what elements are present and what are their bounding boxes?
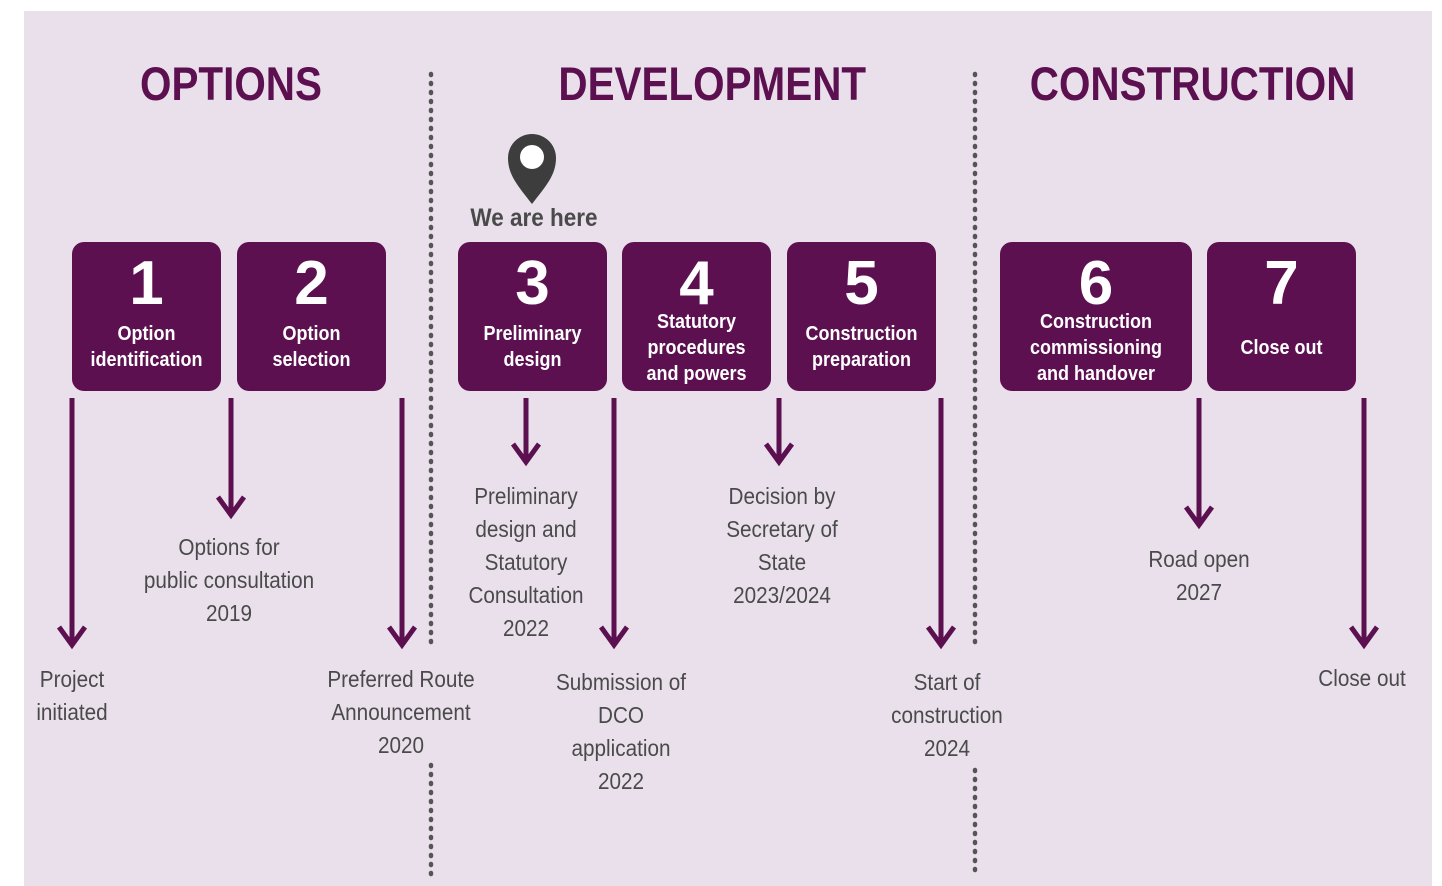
milestone-decision: Decision by Secretary of State 2023/2024 — [710, 480, 854, 612]
milestone-line: design and — [475, 516, 577, 542]
milestone-line: 2027 — [1175, 579, 1223, 605]
milestone-line: DCO — [597, 702, 645, 728]
milestone-dco-submission: Submission of DCO application 2022 — [545, 666, 698, 798]
arrow-decision — [763, 398, 795, 467]
stage-number: 1 — [129, 249, 164, 318]
milestone-project-initiated: Project initiated — [18, 663, 126, 729]
milestone-start-construction: Start of construction 2024 — [880, 666, 1015, 765]
stage-label-line: procedures — [647, 337, 746, 359]
milestone-road-open: Road open 2027 — [1136, 543, 1262, 609]
arrow-preferred-route — [386, 398, 418, 650]
milestone-line: 2022 — [597, 768, 645, 794]
stage-label-line: preparation — [811, 349, 912, 371]
milestone-line: Consultation — [468, 582, 584, 608]
arrow-road-open — [1183, 398, 1215, 530]
milestone-line: public consultation — [143, 567, 315, 593]
stage-label-line: commissioning — [1029, 337, 1163, 359]
stage-6-box: 6 Construction commissioning and handove… — [1000, 242, 1192, 391]
stage-label-line: Close out — [1240, 337, 1323, 359]
arrow-close-out — [1348, 398, 1380, 650]
stage-label-line: Option — [117, 323, 176, 345]
milestone-line: Announcement — [331, 699, 471, 725]
milestone-line: Preliminary — [474, 483, 578, 509]
stage-number: 4 — [679, 249, 714, 318]
stage-number: 3 — [515, 249, 550, 318]
stage-number: 5 — [844, 249, 879, 318]
stage-label-line: design — [503, 349, 562, 371]
stage-5-box: 5 Construction preparation — [787, 242, 936, 391]
milestone-line: Close out — [1318, 665, 1406, 691]
we-are-here-label: We are here — [470, 204, 598, 232]
stage-number: 7 — [1264, 249, 1299, 318]
milestone-line: Preferred Route — [327, 666, 475, 692]
phase-options-heading: OPTIONS — [140, 57, 322, 110]
stage-label-line: and handover — [1036, 363, 1156, 385]
stage-1-box: 1 Option identification — [72, 242, 221, 391]
arrow-preliminary-design — [510, 398, 542, 467]
milestone-line: Options for — [178, 534, 280, 560]
milestone-options-consultation: Options for public consultation 2019 — [130, 531, 328, 630]
stage-label-line: Preliminary — [483, 323, 582, 345]
milestone-line: 2023/2024 — [733, 582, 831, 608]
stage-2-box: 2 Option selection — [237, 242, 386, 391]
phase-development-heading: DEVELOPMENT — [558, 57, 867, 110]
arrow-options-consultation — [215, 398, 247, 520]
milestone-line: Submission of — [555, 669, 687, 695]
stage-label-line: identification — [90, 349, 203, 371]
arrow-project-initiated — [56, 398, 88, 650]
phase-construction-heading: CONSTRUCTION — [1029, 57, 1356, 110]
stage-7-box: 7 Close out — [1207, 242, 1356, 391]
stage-label-line: selection — [272, 349, 351, 371]
stage-number: 2 — [294, 249, 329, 318]
milestone-line: Start of — [913, 669, 981, 695]
stage-number: 6 — [1078, 249, 1114, 318]
milestone-preferred-route: Preferred Route Announcement 2020 — [316, 663, 487, 762]
arrow-start-construction — [925, 398, 957, 650]
milestone-line: construction — [891, 702, 1003, 728]
milestone-line: Secretary of — [726, 516, 838, 542]
arrow-dco-submission — [598, 398, 630, 650]
milestone-line: application — [571, 735, 671, 761]
milestone-line: Statutory — [484, 549, 568, 575]
milestone-line: 2024 — [923, 735, 971, 761]
milestone-line: 2022 — [502, 615, 550, 641]
stage-label-line: Construction — [1040, 311, 1152, 333]
milestone-line: Project — [39, 666, 105, 692]
stage-label-line: Statutory — [656, 311, 737, 333]
milestone-line: Decision by — [728, 483, 836, 509]
stage-label-line: Option — [282, 323, 341, 345]
stage-label-line: Construction — [805, 323, 918, 345]
stage-4-box: 4 Statutory procedures and powers — [622, 242, 771, 391]
milestone-line: initiated — [36, 699, 108, 725]
milestone-line: State — [757, 549, 807, 575]
milestone-preliminary-design: Preliminary design and Statutory Consult… — [454, 480, 598, 645]
stage-3-box: 3 Preliminary design — [458, 242, 607, 391]
milestone-close-out: Close out — [1304, 662, 1421, 695]
milestone-line: Road open — [1148, 546, 1250, 572]
location-pin-icon — [508, 134, 556, 204]
milestone-line: 2019 — [205, 600, 253, 626]
milestone-line: 2020 — [377, 732, 425, 758]
stage-label-line: and powers — [646, 363, 747, 385]
